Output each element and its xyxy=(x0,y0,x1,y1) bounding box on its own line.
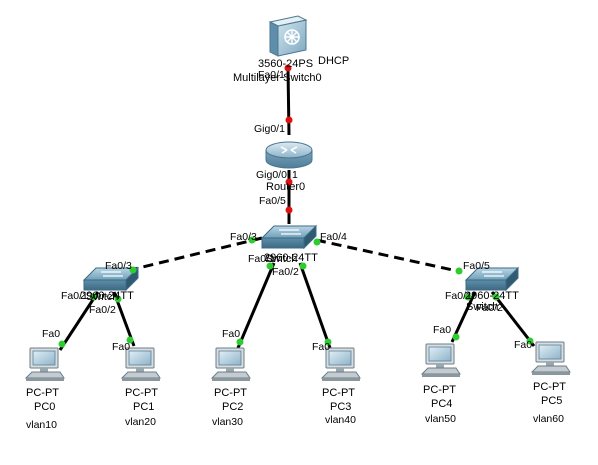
dot-pc0 xyxy=(58,340,66,348)
port-label-core-fa01: Fa0/1 xyxy=(248,253,275,265)
link-status-lights xyxy=(58,64,534,348)
pc2-model-label: PC-PT xyxy=(214,387,247,399)
dot-right-fa01 xyxy=(464,293,472,301)
pc1-icon[interactable] xyxy=(120,347,161,381)
port-label-left-fa01: Fa0/1 xyxy=(61,290,88,302)
switch-icon-left[interactable] xyxy=(82,266,140,292)
dot-pc4 xyxy=(452,333,460,341)
dot-pc3 xyxy=(324,338,332,346)
pc4-name-label: PC4 xyxy=(431,398,452,410)
pc2-vlan-label: vlan30 xyxy=(212,416,243,428)
mlsw-note-label: DHCP xyxy=(318,55,349,67)
sw-right-name-label: Switch xyxy=(466,301,498,313)
sw-core-model-label: 2960-24TT xyxy=(264,252,318,264)
pc5-vlan-label: vlan60 xyxy=(533,413,564,425)
pc2-name-label: PC2 xyxy=(222,401,243,413)
port-label-pc1: Fa0 xyxy=(112,341,130,353)
pc0-icon[interactable] xyxy=(24,347,65,381)
link-core-right[interactable] xyxy=(315,238,463,274)
port-label-core-fa03: Fa0/3 xyxy=(230,231,257,243)
pc3-name-label: PC3 xyxy=(330,401,351,413)
dot-core-fa01 xyxy=(266,262,274,270)
link-left-pc0[interactable] xyxy=(58,291,100,351)
dot-left-fa01 xyxy=(90,293,98,301)
pc2-icon[interactable] xyxy=(210,347,251,381)
port-label-pc4: Fa0 xyxy=(433,324,451,336)
dot-right-fa05 xyxy=(455,267,463,275)
port-label-pc3: Fa0 xyxy=(312,341,330,353)
pc-devices xyxy=(24,341,571,381)
port-label-right-fa01: Fa0/1 xyxy=(445,290,472,302)
link-mlsw-router[interactable] xyxy=(286,67,291,136)
port-label-pc2: Fa0 xyxy=(222,328,240,340)
port-label-pc0: Fa0 xyxy=(42,328,60,340)
multilayer-switch-icon[interactable] xyxy=(268,15,308,57)
port-label-router-pipe: 1 xyxy=(292,169,298,181)
dot-router-gig01 xyxy=(285,116,293,124)
router-name-label: Router0 xyxy=(266,181,305,193)
labels: 3560-24PS DHCP Multilayer Switch0 Fa0/1 … xyxy=(26,55,566,431)
router-icon[interactable] xyxy=(265,141,313,169)
switch-icon-core[interactable] xyxy=(260,224,318,250)
link-core-pc3[interactable] xyxy=(298,262,332,349)
dot-core-fa02 xyxy=(299,262,307,270)
sw-core-name-label: Switch xyxy=(265,253,297,265)
sw-left-name-label: Switch xyxy=(86,291,118,303)
port-label-right-fa05: Fa0/5 xyxy=(463,260,490,272)
dot-left-fa03 xyxy=(129,266,137,274)
dot-mlsw-fa01 xyxy=(284,64,292,72)
sw-right-model-label: 2960-24TT xyxy=(465,290,519,302)
pc0-vlan-label: vlan10 xyxy=(26,419,57,431)
dot-pc2 xyxy=(236,338,244,346)
pc3-vlan-label: vlan40 xyxy=(325,414,356,426)
pc3-icon[interactable] xyxy=(320,347,361,381)
pc1-vlan-label: vlan20 xyxy=(125,416,156,428)
dot-core-fa05 xyxy=(285,206,293,214)
dot-pc5 xyxy=(526,337,534,345)
port-label-right-fa02: Fa0/2 xyxy=(476,302,503,314)
pc3-model-label: PC-PT xyxy=(322,387,355,399)
port-label-router-gig00: Gig0/0 xyxy=(256,169,287,181)
link-core-pc2[interactable] xyxy=(236,262,276,349)
pc1-name-label: PC1 xyxy=(133,401,154,413)
sw-left-model-label: 2960-24TT xyxy=(80,290,134,302)
mlsw-model-label: 3560-24PS xyxy=(258,58,313,70)
link-right-pc5[interactable] xyxy=(490,291,536,347)
pc4-vlan-label: vlan50 xyxy=(425,413,456,425)
pc1-model-label: PC-PT xyxy=(125,387,158,399)
dot-core-fa04 xyxy=(313,238,321,246)
pc5-model-label: PC-PT xyxy=(533,381,566,393)
pc4-model-label: PC-PT xyxy=(423,384,456,396)
pc0-name-label: PC0 xyxy=(34,401,55,413)
dot-pc1 xyxy=(126,336,134,344)
switch-icon-right[interactable] xyxy=(464,266,520,292)
pc5-icon[interactable] xyxy=(530,341,571,375)
port-label-router-gig01: Gig0/1 xyxy=(254,123,285,135)
port-label-left-fa03: Fa0/3 xyxy=(105,260,132,272)
dot-core-fa03 xyxy=(248,236,256,244)
pc5-name-label: PC5 xyxy=(541,395,562,407)
dot-router-gig00 xyxy=(285,178,293,186)
port-label-mlsw-fa01: Fa0/1 xyxy=(258,69,285,81)
pc4-icon[interactable] xyxy=(420,343,461,377)
links xyxy=(58,67,536,351)
pc0-model-label: PC-PT xyxy=(26,387,59,399)
port-label-pc5: Fa0 xyxy=(514,339,532,351)
mlsw-name-label: Multilayer Switch0 xyxy=(233,72,322,84)
link-core-left[interactable] xyxy=(121,236,263,274)
dot-left-fa02 xyxy=(114,295,122,303)
port-label-left-fa02: Fa0/2 xyxy=(89,304,116,316)
dot-right-fa02 xyxy=(492,293,500,301)
port-label-core-fa04: Fa0/4 xyxy=(320,231,347,243)
port-label-core-fa02: Fa0/2 xyxy=(272,266,299,278)
port-label-core-fa05: Fa0/5 xyxy=(259,195,286,207)
